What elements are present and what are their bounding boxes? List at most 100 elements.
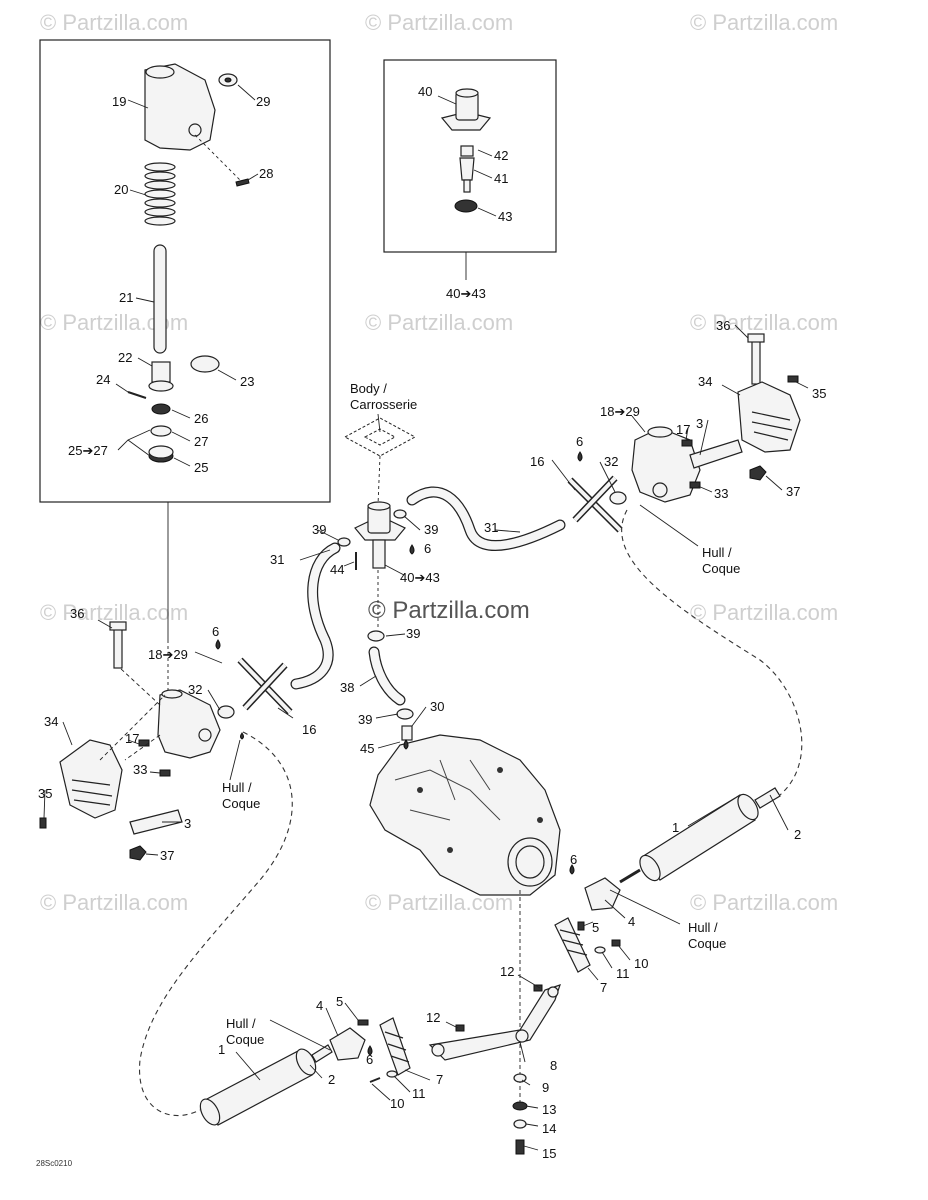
nut-37-left: [129, 845, 147, 861]
bushing-22: [151, 361, 171, 383]
cables: [139, 509, 803, 1117]
right-steering: [567, 333, 801, 533]
nut-26: [151, 403, 171, 415]
callout-coque-2: Coque: [702, 561, 740, 576]
oring-32-right: [609, 491, 627, 505]
watermark: © Partzilla.com: [40, 600, 188, 625]
label-19: 19: [112, 94, 126, 109]
linkage-8: [428, 984, 561, 1155]
pin-24: [127, 391, 147, 399]
watermark: © Partzilla.com: [690, 890, 838, 915]
label-34-left: 34: [44, 714, 58, 729]
watermark: © Partzilla.com: [365, 310, 513, 335]
label-11-left: 11: [412, 1086, 426, 1101]
label-6-left: 6: [212, 624, 219, 639]
label-17-left: 17: [125, 731, 139, 746]
hoses: [290, 486, 566, 706]
valve-41: [459, 157, 475, 181]
label-39-a: 39: [312, 522, 326, 537]
housing-18-left: [157, 689, 221, 759]
label-27: 27: [194, 434, 208, 449]
label-30: 30: [430, 699, 444, 714]
cross-fitting-16-right: [567, 475, 623, 533]
lever-3-right: [689, 439, 743, 469]
label-18-29-left: 18➔29: [148, 647, 188, 662]
callout-hull-1: Hull /: [222, 780, 252, 795]
label-4-left: 4: [316, 998, 323, 1013]
clamp-39-mid: [367, 630, 385, 642]
cable-sleeve-1-right: [644, 794, 756, 881]
label-34-right: 34: [698, 374, 712, 389]
label-6-right-cable: 6: [570, 852, 577, 867]
label-6-right: 6: [576, 434, 583, 449]
cable-1-left: [199, 1017, 411, 1126]
label-35-right: 35: [812, 386, 826, 401]
housing-19-top: [145, 65, 175, 79]
label-37-left: 37: [160, 848, 174, 863]
bolt-36-right: [751, 339, 761, 385]
label-14: 14: [542, 1121, 556, 1136]
label-1-left: 1: [218, 1042, 225, 1057]
bolt-15: [515, 1139, 525, 1155]
label-16-left: 16: [302, 722, 316, 737]
label-22: 22: [118, 350, 132, 365]
label-13: 13: [542, 1102, 556, 1117]
left-inset-box: [39, 39, 331, 503]
label-1-right: 1: [672, 820, 679, 835]
label-38: 38: [340, 680, 354, 695]
label-21: 21: [119, 290, 133, 305]
cable-left: [139, 731, 293, 1117]
cable-1-right: [554, 787, 781, 973]
label-26: 26: [194, 411, 208, 426]
oring-32-left: [217, 705, 235, 719]
label-36-right: 36: [716, 318, 730, 333]
label-7-right: 7: [600, 980, 607, 995]
cross-fitting-16-left: [237, 657, 293, 715]
seal-43: [454, 199, 478, 213]
watermark: © Partzilla.com: [690, 600, 838, 625]
nut-37-right: [749, 465, 767, 481]
callout-carrosserie: Carrosserie: [350, 397, 417, 412]
label-12-right: 12: [500, 964, 514, 979]
label-2-left: 2: [328, 1072, 335, 1087]
label-6-left-cable: 6: [366, 1052, 373, 1067]
label-12-left: 12: [426, 1010, 440, 1025]
washer-14: [513, 1119, 527, 1129]
label-36-left: 36: [70, 606, 84, 621]
watermark: © Partzilla.com: [690, 310, 838, 335]
label-33-right: 33: [714, 486, 728, 501]
label-42: 42: [494, 148, 508, 163]
ring-27: [150, 425, 172, 437]
label-25-27: 25➔27: [68, 443, 108, 458]
cover-34-left: [59, 739, 123, 819]
callout-hull-2: Hull /: [702, 545, 732, 560]
label-23: 23: [240, 374, 254, 389]
center-watermark: © Partzilla.com: [368, 597, 530, 624]
bolt-36-left: [113, 627, 123, 669]
label-43: 43: [498, 209, 512, 224]
label-41: 41: [494, 171, 508, 186]
watermark: © Partzilla.com: [365, 10, 513, 35]
label-29: 29: [256, 94, 270, 109]
oring-23: [190, 355, 220, 373]
label-24: 24: [96, 372, 110, 387]
label-6-center: 6: [424, 541, 431, 556]
label-40-43-top: 40➔43: [446, 286, 486, 301]
label-32-right: 32: [604, 454, 618, 469]
screw-35-left: [39, 817, 47, 829]
label-4-right: 4: [628, 914, 635, 929]
label-2-right: 2: [794, 827, 801, 842]
callout-coque-4: Coque: [226, 1032, 264, 1047]
washer-13: [512, 1101, 528, 1111]
label-5-right: 5: [592, 920, 599, 935]
callout-body: Body /: [350, 381, 387, 396]
label-25: 25: [194, 460, 208, 475]
label-45: 45: [360, 741, 374, 756]
label-44: 44: [330, 562, 344, 577]
label-40: 40: [418, 84, 432, 99]
top-inset-box: [383, 59, 557, 253]
label-17-right: 17: [676, 422, 690, 437]
label-3-left: 3: [184, 816, 191, 831]
drawing-code: 28Sc0210: [36, 1159, 73, 1168]
watermark: © Partzilla.com: [690, 10, 838, 35]
